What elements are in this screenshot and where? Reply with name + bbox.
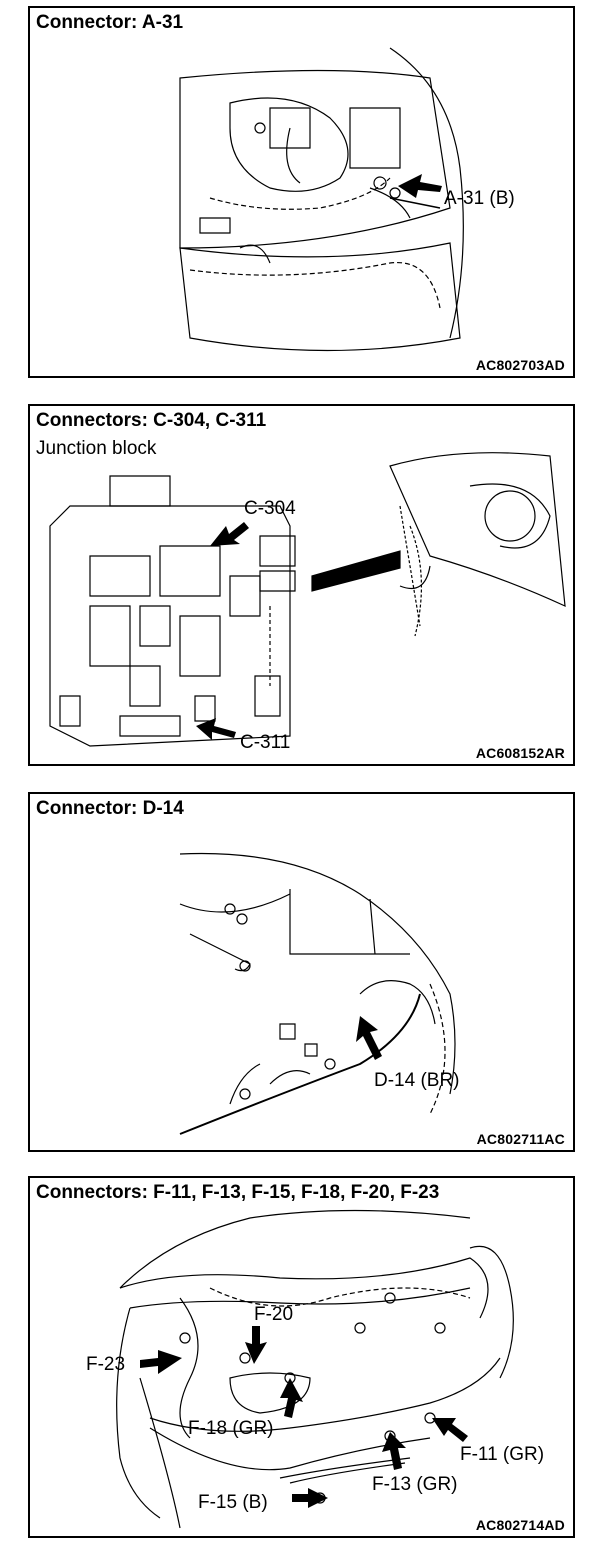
arrow-icon	[356, 1016, 382, 1060]
callout-a31: A-31 (B)	[444, 188, 515, 209]
panel-title: Connector: D-14	[36, 798, 184, 819]
panel-connector-a31: Connector: A-31 A-31 (B) AC802703AD	[28, 6, 575, 378]
callout-f23: F-23	[86, 1354, 126, 1375]
callout-f20: F-20	[254, 1304, 294, 1325]
callout-d14: D-14 (BR)	[374, 1070, 460, 1091]
callout-c311: C-311	[240, 732, 291, 753]
figure-code: AC802703AD	[475, 357, 565, 373]
rear-door-illustration	[30, 794, 573, 1150]
engine-bay-illustration	[30, 8, 573, 376]
panel-title: Connector: A-31	[36, 12, 184, 33]
panel-subtitle: Junction block	[36, 438, 157, 459]
callout-f15: F-15 (B)	[198, 1492, 268, 1513]
trunk-lid-illustration	[30, 1178, 573, 1536]
figure-code: AC802711AC	[476, 1131, 565, 1147]
callout-f11: F-11 (GR)	[460, 1444, 545, 1465]
junction-block-illustration	[30, 406, 573, 764]
panel-connectors-f: Connectors: F-11, F-13, F-15, F-18, F-20…	[28, 1176, 575, 1538]
figure-code: AC608152AR	[475, 745, 565, 761]
figure-code: AC802714AD	[475, 1517, 565, 1533]
panel-connector-c304-c311: Connectors: C-304, C-311 Junction block …	[28, 404, 575, 766]
panel-title: Connectors: F-11, F-13, F-15, F-18, F-20…	[36, 1182, 440, 1203]
arrow-icon	[140, 1326, 468, 1508]
callout-f18: F-18 (GR)	[188, 1418, 274, 1439]
callout-f13: F-13 (GR)	[372, 1474, 458, 1495]
panel-title: Connectors: C-304, C-311	[36, 410, 267, 431]
callout-c304: C-304	[244, 498, 296, 519]
panel-connector-d14: Connector: D-14 D-14 (BR) AC802711AC	[28, 792, 575, 1152]
arrow-icon	[196, 522, 249, 740]
